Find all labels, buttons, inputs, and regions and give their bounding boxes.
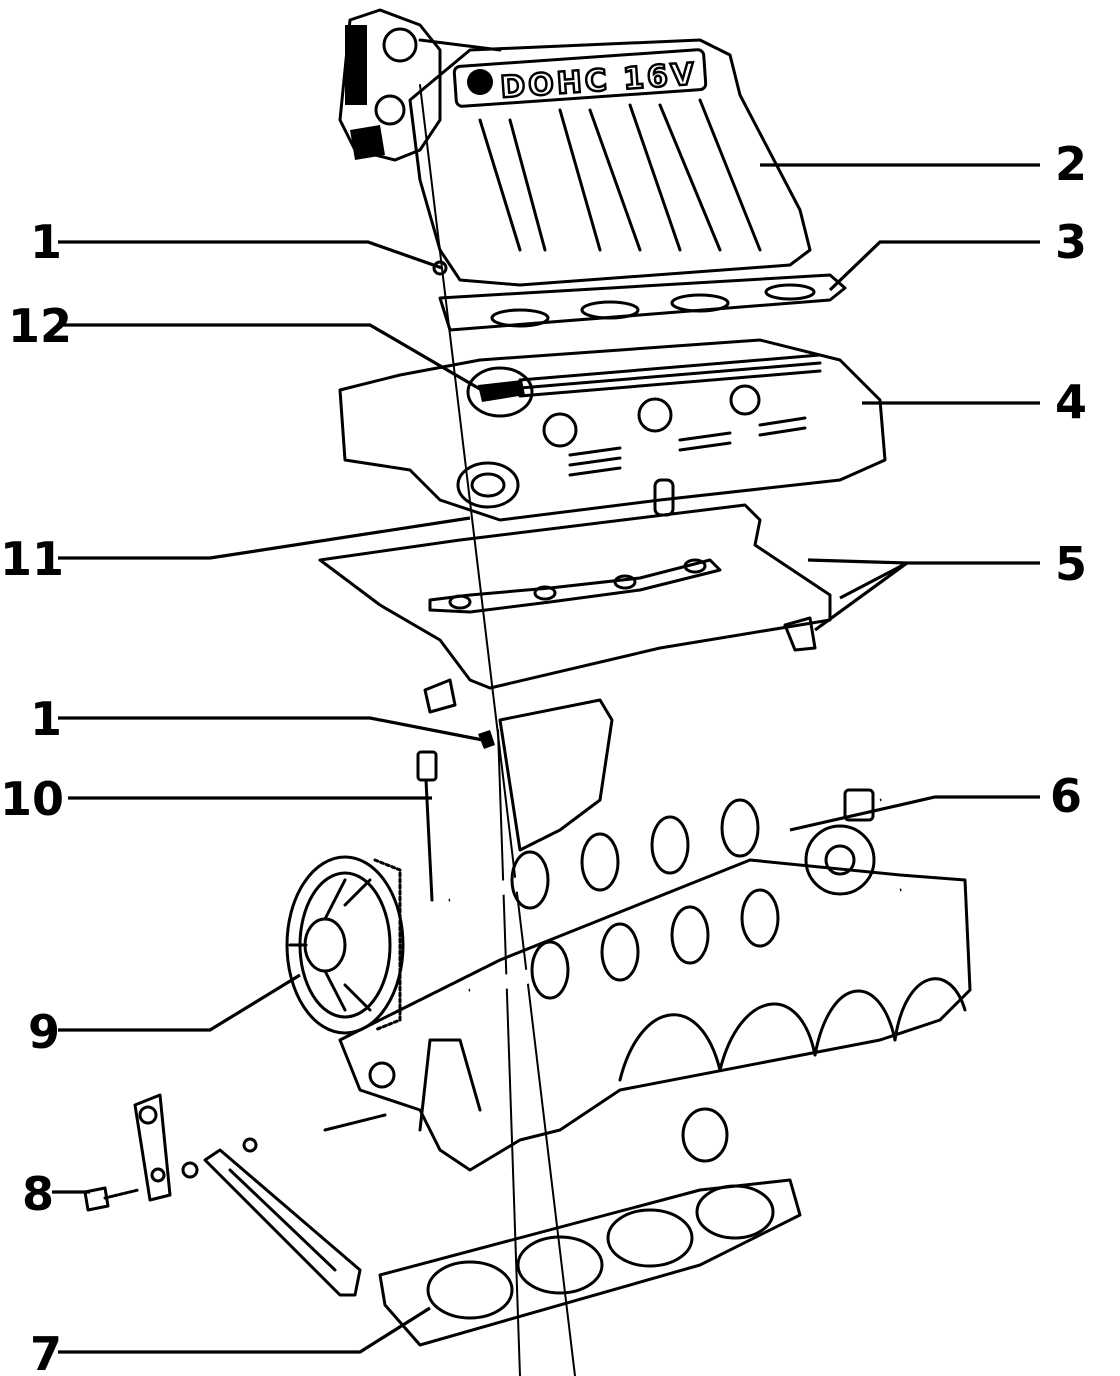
leader-3 xyxy=(828,240,1040,292)
callout-1-top: 1 xyxy=(30,215,62,269)
head-gasket xyxy=(378,1178,802,1347)
callout-3: 3 xyxy=(1055,215,1087,269)
callout-12: 12 xyxy=(8,299,72,353)
callout-4: 4 xyxy=(1055,375,1087,429)
leader-6 xyxy=(789,795,1040,832)
bracket-and-bolt xyxy=(83,1093,362,1297)
callout-10: 10 xyxy=(0,772,64,826)
leader-5a xyxy=(807,558,1040,565)
cylinder-head-cover xyxy=(338,338,887,522)
callout-1-mid: 1 xyxy=(30,692,62,746)
leader-1-top xyxy=(58,240,443,270)
manifold-marking: DOHC 16V xyxy=(499,57,698,106)
oil-filler-cap xyxy=(466,366,534,418)
head-bolt xyxy=(416,750,438,902)
callout-7: 7 xyxy=(30,1327,62,1376)
leader-9 xyxy=(58,973,301,1032)
leader-7 xyxy=(58,1306,431,1354)
plug xyxy=(423,678,457,714)
leader-11 xyxy=(58,516,471,560)
callout-5: 5 xyxy=(1055,537,1087,591)
bolt-top xyxy=(432,260,448,276)
leader-5b xyxy=(839,561,908,600)
callout-numbers: 1 2 3 12 4 11 5 1 10 6 9 8 7 xyxy=(0,137,1087,1376)
callout-8: 8 xyxy=(22,1167,54,1221)
leader-12 xyxy=(58,323,486,394)
leader-lines xyxy=(52,163,1040,1354)
callout-11: 11 xyxy=(0,532,64,586)
manifold-gasket xyxy=(438,273,847,332)
alignment-guide-lines xyxy=(419,84,576,1376)
callout-2: 2 xyxy=(1055,137,1087,191)
callout-6: 6 xyxy=(1050,769,1082,823)
cap-seal xyxy=(456,461,520,509)
callout-9: 9 xyxy=(28,1005,60,1059)
cover-gaskets xyxy=(318,503,832,690)
throttle-body xyxy=(338,8,502,162)
camshaft-sprocket xyxy=(285,855,405,1035)
leader-1-mid xyxy=(58,716,489,743)
cylinder-head xyxy=(323,698,972,1172)
leader-5c xyxy=(814,561,908,632)
intake-manifold: DOHC 16V xyxy=(408,38,812,287)
